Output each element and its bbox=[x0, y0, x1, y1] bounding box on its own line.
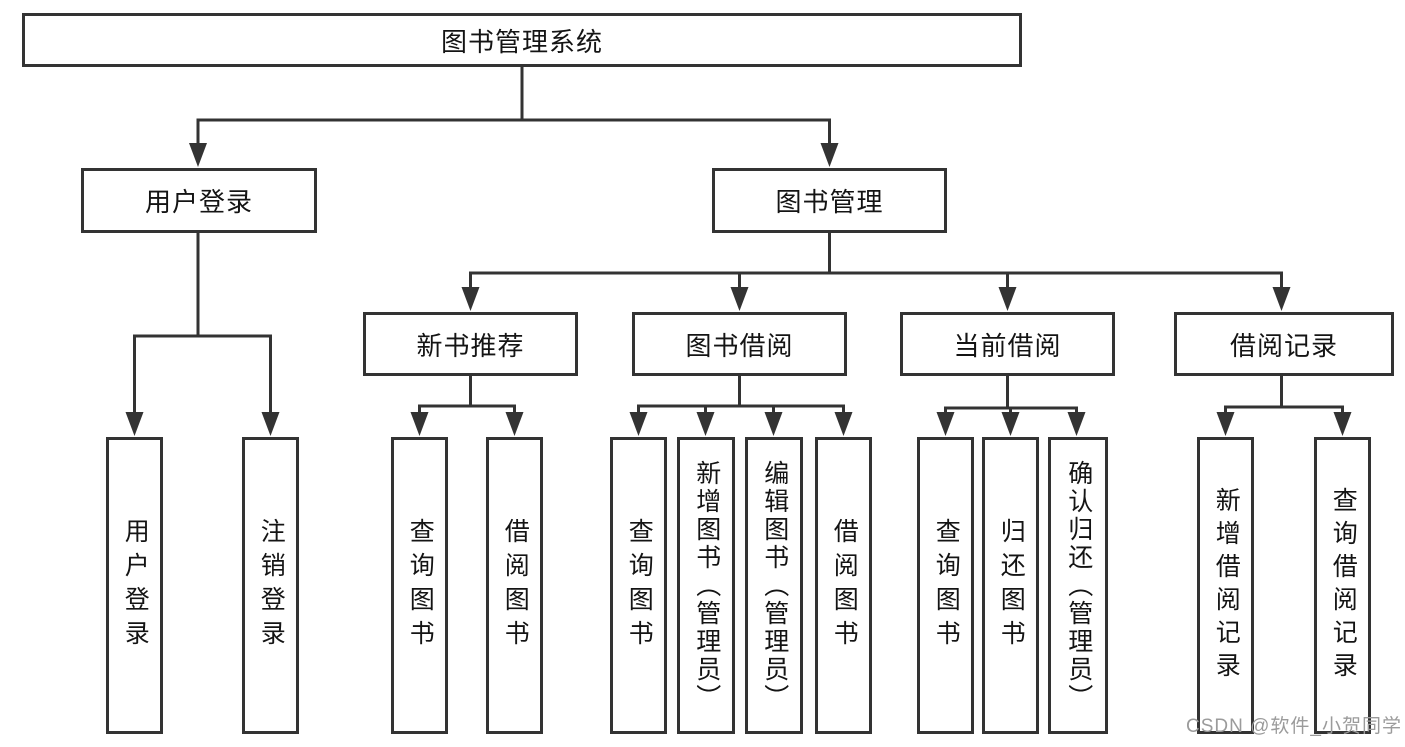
node-new-book-recommend: 新书推荐 bbox=[363, 312, 578, 376]
leaf-query-borrow-record: 查询借阅记录 bbox=[1314, 437, 1371, 734]
node-label: 图书管理 bbox=[775, 187, 884, 217]
connector-book-management-to-level3 bbox=[461, 232, 1291, 311]
leaf-label: 编辑图书（管理员） bbox=[760, 459, 789, 712]
leaf-label: 注销登录 bbox=[257, 517, 286, 654]
node-user-login: 用户登录 bbox=[81, 168, 317, 233]
arrowhead bbox=[730, 287, 749, 311]
arrowhead bbox=[505, 412, 524, 436]
leaf-edit-book-admin: 编辑图书（管理员） bbox=[745, 437, 803, 734]
leaf-label: 归还图书 bbox=[997, 517, 1026, 654]
arrowhead bbox=[261, 412, 280, 436]
arrowhead bbox=[189, 143, 207, 167]
node-borrow-records: 借阅记录 bbox=[1174, 312, 1394, 376]
node-label: 借阅记录 bbox=[1229, 330, 1338, 361]
arrowhead bbox=[461, 287, 480, 311]
node-book-borrowing: 图书借阅 bbox=[632, 312, 847, 376]
connector-current-borrowing-to-leaves bbox=[936, 375, 1086, 436]
arrowhead bbox=[764, 412, 783, 436]
leaf-label: 新增借阅记录 bbox=[1212, 486, 1241, 685]
connector-book-borrowing-to-leaves bbox=[629, 375, 853, 436]
arrowhead bbox=[1216, 412, 1235, 436]
leaf-confirm-return-admin: 确认归还（管理员） bbox=[1048, 437, 1108, 734]
leaf-add-borrow-record: 新增借阅记录 bbox=[1197, 437, 1254, 734]
arrowhead bbox=[936, 412, 955, 436]
csdn-watermark: CSDN @软件_小贺同学 bbox=[1186, 716, 1402, 737]
connector-user-login-to-leaves bbox=[125, 233, 280, 436]
leaf-label: 查询图书 bbox=[932, 517, 961, 654]
arrowhead bbox=[834, 412, 853, 436]
leaf-label: 确认归还（管理员） bbox=[1064, 459, 1093, 712]
arrowhead bbox=[1333, 412, 1352, 436]
leaf-label: 借阅图书 bbox=[830, 517, 859, 654]
connector-new-book-to-leaves bbox=[410, 375, 524, 436]
arrowhead bbox=[820, 143, 839, 167]
node-label: 当前借阅 bbox=[953, 330, 1062, 361]
leaf-user-login: 用户登录 bbox=[106, 437, 163, 734]
leaf-label: 查询图书 bbox=[625, 517, 654, 654]
leaf-add-book-admin: 新增图书（管理员） bbox=[677, 437, 735, 734]
leaf-label: 查询借阅记录 bbox=[1329, 486, 1358, 685]
arrowhead bbox=[1272, 287, 1291, 311]
arrowhead bbox=[125, 412, 144, 436]
connector-root-to-level2 bbox=[189, 66, 839, 167]
leaf-label: 新增图书（管理员） bbox=[692, 459, 721, 712]
node-current-borrowing: 当前借阅 bbox=[900, 312, 1115, 376]
leaf-label: 借阅图书 bbox=[501, 517, 530, 654]
leaf-borrow-books-1: 借阅图书 bbox=[486, 437, 543, 734]
arrowhead bbox=[696, 412, 715, 436]
leaf-logout: 注销登录 bbox=[242, 437, 299, 734]
arrowhead bbox=[998, 287, 1017, 311]
connector-borrow-records-to-leaves bbox=[1216, 375, 1352, 436]
leaf-borrow-books-2: 借阅图书 bbox=[815, 437, 872, 734]
node-label: 新书推荐 bbox=[416, 330, 525, 361]
arrowhead bbox=[1067, 412, 1086, 436]
node-label: 图书借阅 bbox=[685, 330, 794, 361]
leaf-query-books-2: 查询图书 bbox=[610, 437, 667, 734]
leaf-query-books-1: 查询图书 bbox=[391, 437, 448, 734]
arrowhead bbox=[1001, 412, 1020, 436]
node-book-management: 图书管理 bbox=[712, 168, 947, 233]
node-label: 用户登录 bbox=[144, 187, 253, 217]
leaf-query-books-3: 查询图书 bbox=[917, 437, 974, 734]
node-root: 图书管理系统 bbox=[22, 13, 1022, 67]
arrowhead bbox=[410, 412, 429, 436]
leaf-label: 用户登录 bbox=[121, 517, 150, 654]
leaf-return-books: 归还图书 bbox=[982, 437, 1039, 734]
arrowhead bbox=[629, 412, 648, 436]
leaf-label: 查询图书 bbox=[406, 517, 435, 654]
node-label: 图书管理系统 bbox=[440, 26, 603, 57]
